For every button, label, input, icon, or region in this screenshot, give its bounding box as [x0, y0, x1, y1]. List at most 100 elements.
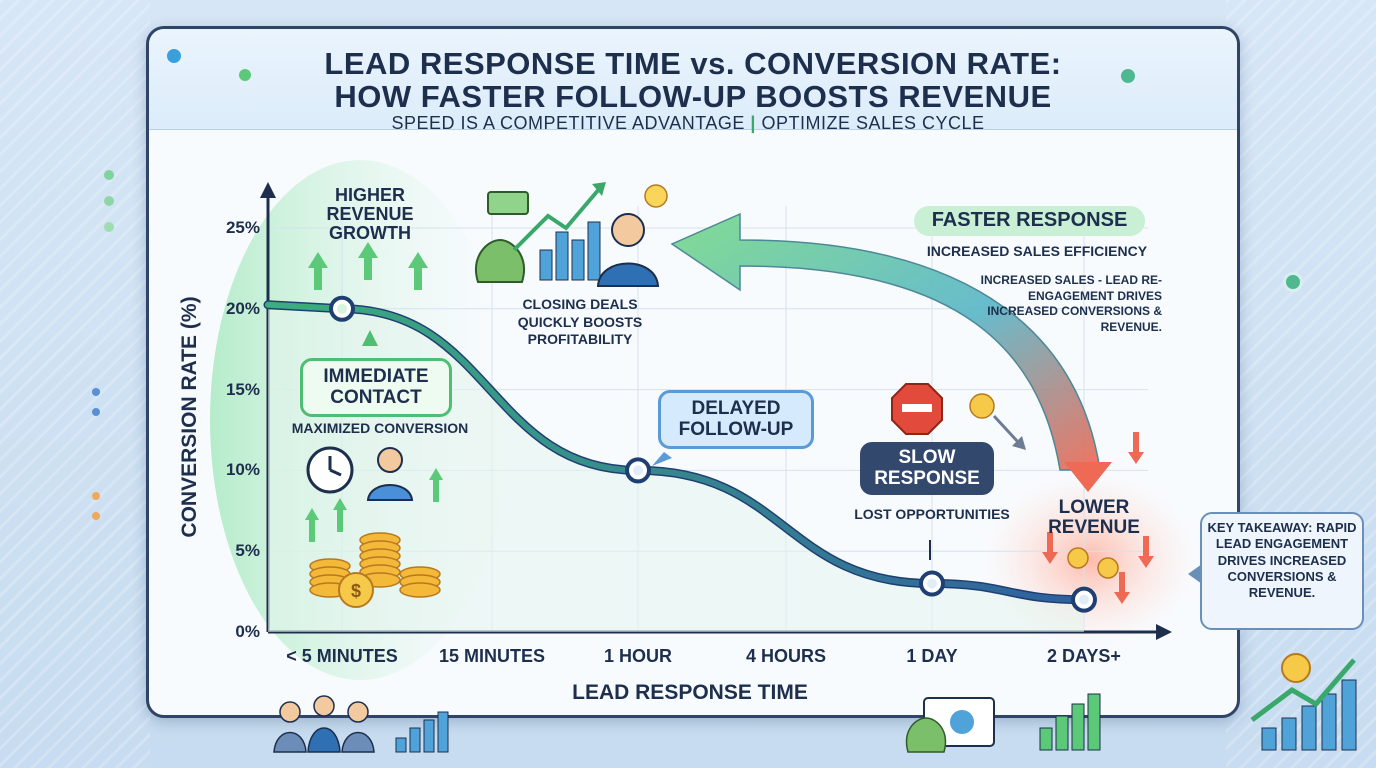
decor-dot — [104, 170, 114, 180]
title-line-1: LEAD RESPONSE TIME vs. CONVERSION RATE: — [324, 46, 1062, 81]
x-tick-label: 2 DAYS+ — [1047, 646, 1121, 666]
delayed-pointer — [652, 452, 672, 466]
down-arrow-icon — [1128, 432, 1144, 464]
annotation-faster: FASTER RESPONSE — [914, 206, 1145, 236]
annotation-closing: CLOSING DEALS QUICKLY BOOSTS PROFITABILI… — [517, 296, 643, 347]
series-line — [265, 301, 1087, 603]
decor-dot — [92, 512, 100, 520]
up-arrow-icon — [333, 498, 347, 532]
bar-chart-icon — [571, 239, 585, 281]
team-icon — [279, 701, 301, 723]
subtitle-separator: | — [750, 113, 756, 133]
coin-icon — [1097, 557, 1119, 579]
team-icon — [347, 701, 369, 723]
up-arrow-icon — [305, 508, 319, 542]
data-point-core — [633, 465, 643, 476]
title-band: LEAD RESPONSE TIME vs. CONVERSION RATE: … — [149, 29, 1237, 130]
annotation-delayed: DELAYED FOLLOW-UP — [658, 390, 814, 450]
x-tick-label: 1 HOUR — [603, 646, 672, 666]
bar-chart-icon — [587, 221, 601, 281]
annotation-lower: LOWER REVENUE — [1048, 497, 1140, 538]
decor-dot — [104, 222, 114, 232]
growth-bar-icon — [1071, 703, 1085, 751]
immediate-pointer — [362, 330, 378, 346]
trend-arrow-icon — [512, 186, 602, 252]
team-icon — [313, 695, 335, 717]
subtitle-left: SPEED IS A COMPETITIVE ADVANTAGE — [391, 113, 745, 133]
side-coin-icon — [1281, 653, 1311, 683]
y-axis-label: CONVERSION RATE (%) — [178, 296, 201, 538]
arrow-layer — [670, 212, 1112, 492]
businessman-icon — [611, 213, 645, 247]
y-axis-arrowhead — [260, 182, 276, 198]
pie-chart-icon — [950, 710, 974, 734]
decor-dot — [1121, 69, 1135, 83]
y-tick-label: 20% — [225, 298, 260, 318]
up-arrow-icon — [429, 468, 443, 502]
icon-layer: $ — [273, 182, 1357, 753]
x-axis-label: LEAD RESPONSE TIME — [572, 681, 808, 704]
decor-dot — [92, 388, 100, 396]
decor-dot — [104, 196, 114, 206]
dollar-sign: $ — [351, 581, 361, 601]
down-trend-arrow — [992, 414, 1020, 444]
y-tick-label: 25% — [225, 218, 260, 237]
down-arrow-icon — [1138, 536, 1154, 568]
team-member-body — [307, 727, 341, 753]
bar-chart-icon — [555, 231, 569, 281]
annotation-slow: SLOW RESPONSE — [860, 442, 994, 496]
person-body — [366, 484, 414, 501]
x-tick-label: 4 HOURS — [745, 646, 826, 666]
team-member-body — [273, 731, 307, 753]
y-tick-label: 5% — [235, 541, 260, 561]
x-tick-label: < 5 MINUTES — [286, 646, 398, 666]
falling-coin-icon — [969, 393, 995, 419]
side-bar-chart-icon — [1301, 705, 1317, 751]
money-bag-icon — [475, 238, 525, 283]
money-bag-icon — [905, 717, 947, 753]
x-tick-label: 1 DAY — [906, 646, 958, 666]
faster-response-arrow-tip — [1064, 462, 1112, 492]
businessman-body — [596, 262, 660, 287]
decor-dot — [92, 408, 100, 416]
series-layer — [263, 295, 1097, 632]
annotation-immediate: IMMEDIATE CONTACT — [300, 358, 452, 418]
annotation-reengage: INCREASED SALES - LEAD RE-ENGAGEMENT DRI… — [980, 273, 1162, 334]
team-member-body — [341, 731, 375, 753]
coins-icon — [399, 582, 441, 598]
side-bar-chart-icon — [1261, 727, 1277, 751]
up-arrow-icon — [358, 242, 378, 280]
mini-bar-chart-icon — [395, 737, 407, 753]
page-title: LEAD RESPONSE TIME vs. CONVERSION RATE: … — [149, 47, 1237, 114]
background-pattern-right — [1226, 0, 1376, 768]
growth-bar-icon — [1039, 727, 1053, 751]
title-line-2: HOW FASTER FOLLOW-UP BOOSTS REVENUE — [334, 79, 1052, 115]
y-tick-label: 10% — [225, 460, 260, 480]
decor-dot — [239, 69, 251, 81]
banknote-icon — [487, 191, 529, 215]
y-tick-label: 0% — [235, 622, 260, 641]
key-takeaway: KEY TAKEAWAY: RAPID LEAD ENGAGEMENT DRIV… — [1188, 512, 1364, 630]
bar-chart-icon — [539, 249, 553, 281]
mini-bar-chart-icon — [409, 727, 421, 753]
trend-arrowhead — [592, 182, 606, 196]
subtitle-right: OPTIMIZE SALES CYCLE — [761, 113, 985, 133]
decor-dot — [1283, 272, 1303, 292]
decor-dot — [92, 492, 100, 500]
up-arrow-icon — [308, 252, 328, 290]
subtitle: SPEED IS A COMPETITIVE ADVANTAGE | OPTIM… — [0, 113, 1376, 134]
side-trend-arrow — [1250, 658, 1356, 722]
dollar-coin-icon — [338, 572, 374, 608]
growth-bar-icon — [1055, 715, 1069, 751]
coin-icon — [1067, 547, 1089, 569]
person-icon — [377, 447, 403, 473]
faster-response-arrow — [670, 212, 1101, 471]
down-arrow-icon — [1042, 532, 1058, 564]
annotation-maximized: MAXIMIZED CONVERSION — [291, 420, 469, 436]
side-bar-chart-icon — [1341, 679, 1357, 751]
growth-bar-icon — [1087, 693, 1101, 751]
mini-bar-chart-icon — [437, 711, 449, 753]
data-point-core — [1079, 594, 1089, 605]
y-tick-label: 15% — [225, 379, 260, 399]
